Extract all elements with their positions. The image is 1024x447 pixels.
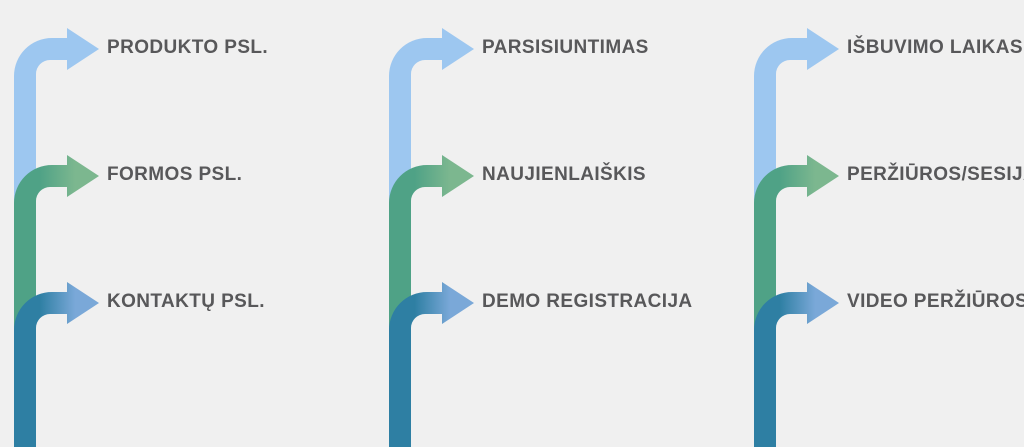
- label-kontaktu-psl: KONTAKTŲ PSL.: [107, 291, 265, 312]
- label-video-perziuros: VIDEO PERŽIŪROS: [847, 291, 1024, 312]
- label-demo-registracija: DEMO REGISTRACIJA: [482, 291, 693, 312]
- label-formos-psl: FORMOS PSL.: [107, 164, 243, 185]
- label-parsisiuntimas: PARSISIUNTIMAS: [482, 37, 649, 58]
- label-produkto-psl: PRODUKTO PSL.: [107, 37, 269, 58]
- label-isbuvimo-laikas: IŠBUVIMO LAIKAS: [847, 37, 1023, 58]
- branch-arrows-group-2: [389, 28, 474, 447]
- label-perziuros-sesija: PERŽIŪROS/SESIJĄ: [847, 164, 1024, 185]
- bent-arrow-blue-icon: [14, 282, 99, 447]
- branch-arrows-group-3: [754, 28, 839, 447]
- bent-arrow-blue-icon: [754, 282, 839, 447]
- branch-arrows-group-1: [14, 28, 99, 447]
- label-naujienlaiskis: NAUJIENLAIŠKIS: [482, 164, 646, 185]
- bent-arrow-blue-icon: [389, 282, 474, 447]
